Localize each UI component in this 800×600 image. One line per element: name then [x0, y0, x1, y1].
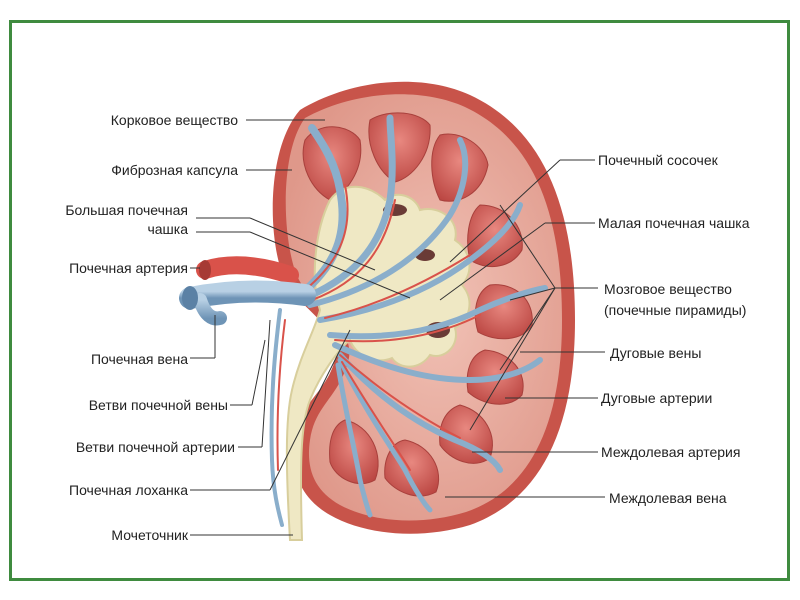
label-renal-papilla: Почечный сосочек	[598, 152, 718, 168]
label-renal-artery: Почечная артерия	[69, 260, 188, 276]
label-medulla-line1: Мозговое вещество	[604, 281, 732, 297]
label-interlobar-artery: Междолевая артерия	[601, 444, 741, 460]
label-artery-branches: Ветви почечной артерии	[75, 439, 235, 455]
label-major-calyx-line2: чашка	[147, 221, 188, 237]
label-ureter: Мочеточник	[111, 527, 188, 543]
vein-branches	[269, 114, 548, 527]
label-renal-pelvis: Почечная лоханка	[69, 482, 188, 498]
label-vein-branches: Ветви почечной вены	[88, 397, 228, 413]
label-interlobar-vein: Междолевая вена	[609, 490, 727, 506]
label-fibrous-capsule: Фиброзная капсула	[111, 162, 238, 178]
leader-lines	[190, 119, 605, 536]
renal-pelvis	[285, 185, 471, 541]
label-renal-vein: Почечная вена	[90, 351, 188, 367]
label-arcuate-arteries: Дуговые артерии	[601, 390, 713, 406]
label-arcuate-veins: Дуговые вены	[610, 345, 702, 361]
label-minor-calyx: Малая почечная чашка	[598, 215, 750, 231]
label-major-calyx-line1: Большая почечная	[65, 202, 188, 218]
artery-branches	[276, 184, 481, 471]
label-cortex: Корковое вещество	[110, 112, 238, 128]
diagram-frame	[9, 20, 790, 581]
renal-vein	[179, 280, 316, 309]
renal-artery	[196, 256, 299, 284]
label-medulla-line2: (почечные пирамиды)	[604, 302, 747, 318]
